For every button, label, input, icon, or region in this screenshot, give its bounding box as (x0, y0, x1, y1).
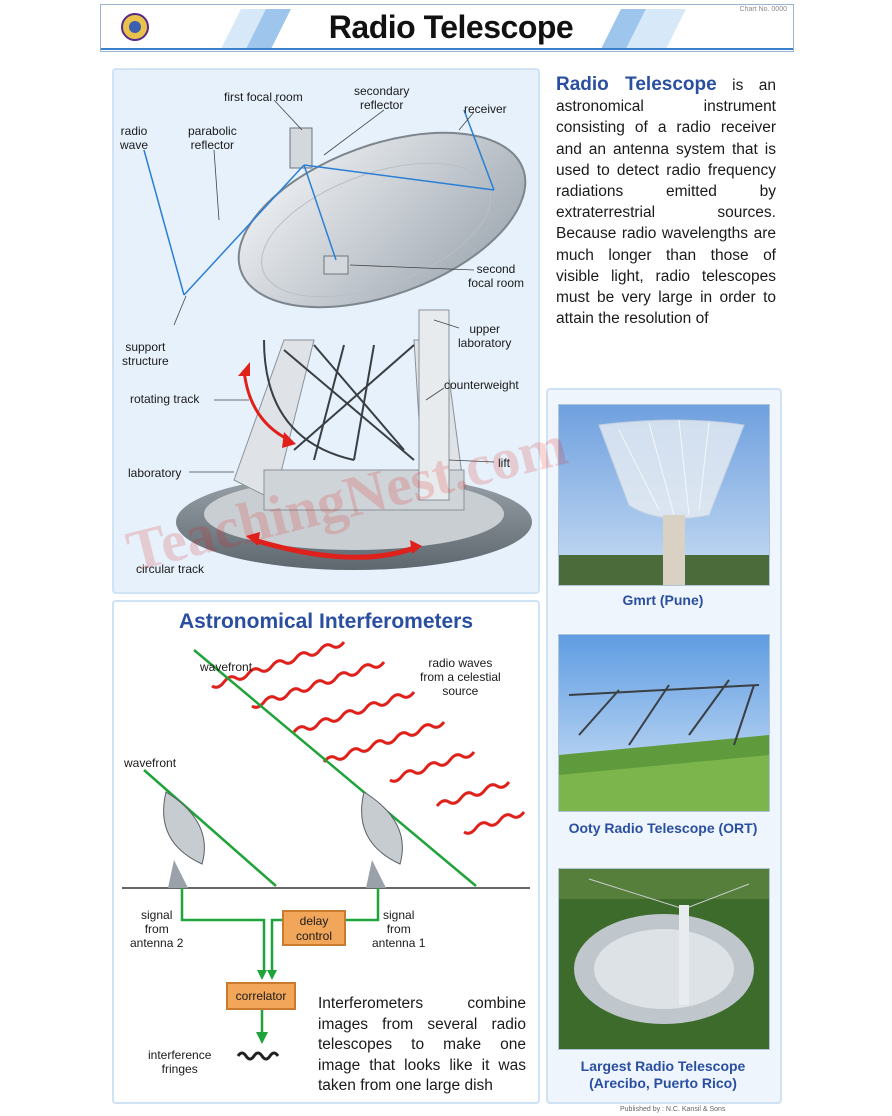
header-bar: Radio Telescope Chart No. 0000 (100, 4, 794, 52)
interferometer-description: Interferometers combine images from seve… (318, 995, 526, 1094)
intro-text: is an astronomical instrument consisting… (556, 77, 776, 328)
label-wavefront-left: wavefront (124, 756, 177, 770)
ooty-image (559, 635, 769, 811)
page-title: Radio Telescope (328, 9, 574, 45)
label-secondary-reflector: secondary reflector (354, 84, 410, 112)
label-signal-antenna1: signal from antenna 1 (372, 908, 426, 950)
telescope-diagram-panel: first focal room secondary reflector rec… (112, 68, 540, 594)
caption-arecibo: Largest Radio Telescope (Arecibo, Puerto… (580, 1058, 746, 1091)
photo-ooty (558, 634, 770, 812)
label-counterweight: counterweight (444, 378, 519, 392)
label-first-focal-room: first focal room (224, 90, 303, 104)
telescope-illustration (143, 99, 532, 570)
label-signal-antenna2: signal from antenna 2 (130, 908, 184, 950)
footer-publisher: Published by : N.C. Kansil & Sons (620, 1106, 726, 1113)
label-parabolic-reflector: parabolic reflector (188, 124, 237, 152)
delay-control-box: delay control (282, 910, 346, 946)
label-lift: lift (498, 456, 510, 470)
label-rotating-track: rotating track (130, 392, 200, 406)
photo-gmrt (558, 404, 770, 586)
gmrt-image (559, 405, 769, 585)
label-support-structure: support structure (122, 340, 169, 368)
header-stripes (101, 9, 793, 50)
chart-code: Chart No. 0000 (739, 6, 787, 13)
intro-paragraph: Radio Telescope is an astronomical instr… (556, 74, 776, 329)
label-fringes: interference fringes (148, 1048, 212, 1076)
label-upper-laboratory: upper laboratory (458, 322, 512, 350)
photo-arecibo (558, 868, 770, 1050)
correlator-box: correlator (226, 982, 296, 1010)
logo (121, 13, 149, 41)
label-wavefront-top: wavefront (200, 660, 253, 674)
label-radio-wave: radio wave (120, 124, 149, 152)
label-receiver: receiver (464, 102, 507, 116)
interferometer-panel: Astronomical Interferometers (112, 600, 540, 1104)
label-circular-track: circular track (136, 562, 205, 576)
caption-gmrt: Gmrt (Pune) (622, 592, 704, 608)
label-laboratory: laboratory (128, 466, 182, 480)
interferometer-title: Astronomical Interferometers (178, 610, 474, 633)
interferometer-diagram (122, 641, 530, 1061)
arecibo-image (559, 869, 769, 1049)
label-radio-waves: radio waves from a celestial source (420, 656, 501, 698)
intro-lead: Radio Telescope (556, 74, 717, 95)
label-second-focal-room: second focal room (468, 262, 525, 290)
caption-ooty: Ooty Radio Telescope (ORT) (568, 820, 758, 836)
